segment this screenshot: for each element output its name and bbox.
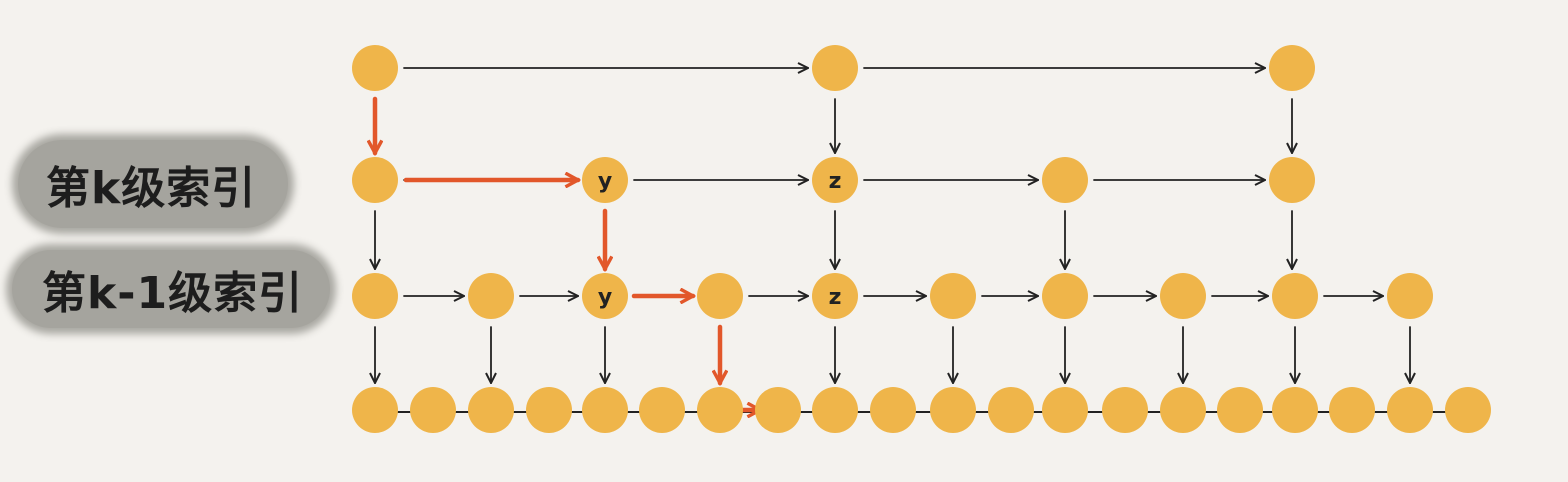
skiplist-node xyxy=(1217,387,1263,433)
skiplist-node xyxy=(639,387,685,433)
skiplist-node xyxy=(468,387,514,433)
skiplist-node xyxy=(352,273,398,319)
skiplist-node xyxy=(1272,387,1318,433)
skiplist-node xyxy=(812,45,858,91)
node-label-z: z xyxy=(829,169,842,194)
skiplist-node xyxy=(812,387,858,433)
skiplist-node xyxy=(755,387,801,433)
search-path xyxy=(375,96,760,410)
node-label-y: y xyxy=(598,169,612,194)
skiplist-node xyxy=(988,387,1034,433)
skiplist-node xyxy=(870,387,916,433)
skiplist-node xyxy=(697,387,743,433)
skiplist-node xyxy=(1445,387,1491,433)
skiplist-node xyxy=(582,387,628,433)
skiplist-node xyxy=(352,157,398,203)
skiplist-node xyxy=(1160,273,1206,319)
skiplist-node xyxy=(1042,273,1088,319)
skiplist-node xyxy=(582,273,628,319)
edges xyxy=(375,68,1448,413)
skiplist-node xyxy=(930,273,976,319)
level-k-label: 第k级索引 xyxy=(46,163,257,214)
skiplist-node xyxy=(1042,387,1088,433)
skiplist-node xyxy=(1329,387,1375,433)
skiplist-node xyxy=(812,157,858,203)
skiplist-node xyxy=(1387,387,1433,433)
skiplist-node xyxy=(468,273,514,319)
skiplist-node xyxy=(352,387,398,433)
skiplist-node xyxy=(1160,387,1206,433)
skiplist-node xyxy=(930,387,976,433)
skiplist-node xyxy=(1042,157,1088,203)
node-label-z: z xyxy=(829,285,842,310)
skiplist-node xyxy=(410,387,456,433)
skiplist-node xyxy=(582,157,628,203)
skiplist-node xyxy=(1387,273,1433,319)
node-label-y: y xyxy=(598,285,612,310)
skiplist-node xyxy=(352,45,398,91)
level-k-label-blob: 第k级索引 xyxy=(18,140,288,228)
skiplist-node xyxy=(1102,387,1148,433)
skiplist-node xyxy=(1272,273,1318,319)
skiplist-node xyxy=(526,387,572,433)
nodes: y z y z xyxy=(352,45,1491,433)
level-k-minus-1-label-blob: 第k-1级索引 xyxy=(12,250,330,328)
level-k-minus-1-label: 第k-1级索引 xyxy=(42,268,304,319)
skiplist-node xyxy=(1269,45,1315,91)
skiplist-node xyxy=(812,273,858,319)
skiplist-node xyxy=(1269,157,1315,203)
skiplist-node xyxy=(697,273,743,319)
